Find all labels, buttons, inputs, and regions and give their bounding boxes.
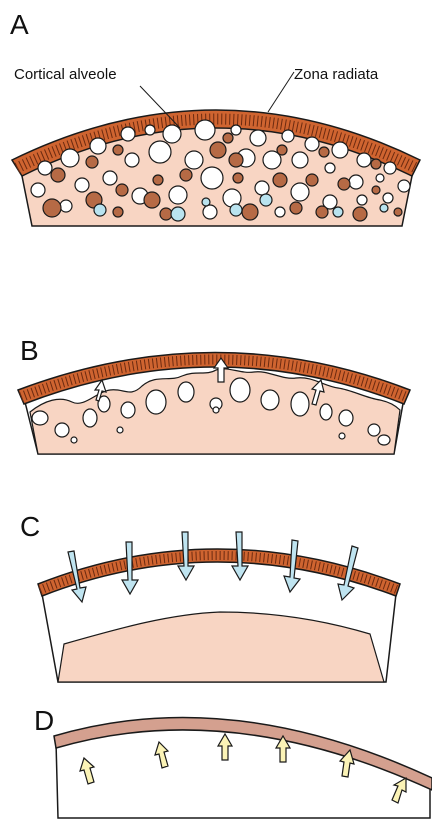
panel-d: D	[34, 705, 432, 818]
zona-radiata-label: Zona radiata	[294, 66, 379, 83]
panel-a: A	[10, 9, 420, 226]
panel-d-outline	[56, 724, 430, 818]
cortical-alveole-label: Cortical alveole	[14, 66, 117, 83]
panel-c-letter: C	[20, 511, 40, 542]
panel-d-letter: D	[34, 705, 54, 736]
panel-a-letter: A	[10, 9, 29, 40]
zona-radiata-leader	[268, 72, 294, 112]
panel-b-letter: B	[20, 335, 39, 366]
panel-b: B	[18, 335, 410, 454]
panel-c: C	[20, 511, 400, 682]
